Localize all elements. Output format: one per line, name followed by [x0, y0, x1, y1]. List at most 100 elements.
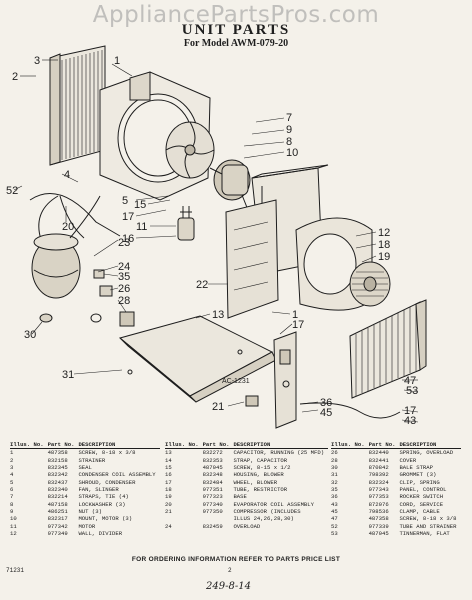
parts-cell-desc: ILLUS 24,26,28,30)	[233, 515, 294, 523]
parts-cell-desc: STRAP, CAPACITOR	[233, 456, 288, 464]
parts-cell-part: 977351	[202, 485, 223, 493]
parts-cell-no: 9	[10, 507, 14, 515]
grommet	[39, 313, 53, 323]
parts-cell-desc: CLIP, SPRING	[399, 478, 440, 486]
parts-cell-desc: TINNERMAN, FLAT	[399, 529, 450, 537]
parts-cell-desc: TUBE, RESTRICTOR	[233, 485, 288, 493]
ordering-footer: FOR ORDERING INFORMATION REFER TO PARTS …	[131, 556, 341, 563]
parts-cell-part: 832272	[202, 449, 223, 457]
parts-cell-part: 872076	[368, 500, 389, 508]
callout-11: 11	[136, 221, 147, 233]
parts-cell-part: 832342	[47, 471, 68, 479]
parts-cell-desc: SPRING, OVERLOAD	[399, 449, 454, 457]
callout-19: 19	[378, 251, 390, 263]
parts-cell-part: 832441	[368, 456, 389, 464]
blower-wheel	[349, 261, 391, 307]
parts-row: 12 977349 WALL, DIVIDER	[10, 530, 160, 537]
callout-4: 4	[64, 169, 70, 181]
parts-cell-part: 977339	[368, 522, 389, 530]
callout-24: 24	[118, 261, 130, 273]
parts-cell-part: 832440	[368, 449, 389, 457]
callout-45: 45	[320, 407, 332, 419]
parts-cell-no: 13	[165, 449, 172, 457]
parts-cell-no: 36	[331, 493, 338, 501]
parts-cell-part: 977349	[47, 529, 68, 537]
callout-2: 2	[12, 71, 18, 83]
parts-row: 18 977351 TUBE, RESTRICTOR	[165, 486, 328, 493]
col-part-header: Part No.	[202, 441, 230, 448]
callout-18: 18	[378, 239, 390, 251]
parts-cell-part: 977323	[202, 493, 223, 501]
callout-21: 21	[212, 401, 224, 413]
control-panel	[273, 331, 297, 429]
parts-cell-desc: OVERLOAD	[233, 522, 261, 530]
parts-cell-desc: SCREW, 8-18 x 3/8	[399, 515, 457, 523]
callout-13: 13	[212, 309, 224, 321]
callout-5: 5	[122, 195, 128, 207]
parts-cell-no: 19	[165, 493, 172, 501]
parts-cell-desc: LOCKWASHER (3)	[78, 500, 126, 508]
parts-cell-no: 5	[10, 478, 14, 486]
parts-cell-part: 977340	[202, 500, 223, 508]
parts-cell-no	[165, 515, 203, 522]
model-line: For Model AWM-079-20	[183, 38, 289, 49]
parts-cell-no: 32	[331, 478, 338, 486]
callout-17: 17	[404, 405, 416, 417]
parts-cell-part: 487045	[202, 463, 223, 471]
parts-cell-desc: COMPRESSOR (INCLUDES	[233, 507, 301, 515]
parts-cell-part: 832353	[202, 456, 223, 464]
parts-cell-no: 18	[165, 485, 172, 493]
figure-reference: AC-1231	[222, 378, 250, 385]
parts-cell-no: 12	[10, 529, 17, 537]
watermark: AppliancePartsPros.com	[92, 2, 380, 28]
page-code: 71231	[6, 567, 25, 574]
callout-1: 1	[292, 309, 298, 321]
parts-cell-part: 487358	[47, 449, 68, 457]
page-title: UNIT PARTS	[181, 22, 291, 38]
callout-31: 31	[62, 369, 74, 381]
callout-26: 26	[118, 283, 130, 295]
capacitor	[177, 206, 195, 241]
parts-cell-no: 17	[165, 478, 172, 486]
parts-cell-desc: SEAL	[78, 463, 92, 471]
parts-cell-desc: CORD, SERVICE	[399, 500, 444, 508]
parts-cell-no: 28	[331, 456, 338, 464]
parts-cell-desc: STRAINER	[78, 456, 106, 464]
slinger-fan	[165, 121, 215, 179]
parts-cell-desc: WALL, DIVIDER	[78, 529, 123, 537]
callout-9: 9	[286, 124, 292, 136]
parts-cell-part: 977343	[368, 485, 389, 493]
callout-47: 47	[404, 375, 416, 387]
col-desc-header: DESCRIPTION	[399, 441, 437, 448]
rocker-switch	[245, 395, 259, 407]
callout-8: 8	[286, 136, 292, 148]
parts-cell-part: 832158	[47, 456, 68, 464]
parts-cell-no: 11	[10, 522, 17, 530]
callout-16: 16	[122, 233, 134, 245]
callout-36: 36	[320, 397, 332, 409]
callout-1: 1	[114, 55, 120, 67]
condenser-coil	[49, 45, 106, 166]
col-desc-header: DESCRIPTION	[233, 441, 271, 448]
col-no-header: Illus. No.	[10, 441, 44, 448]
callout-30: 30	[24, 329, 36, 341]
